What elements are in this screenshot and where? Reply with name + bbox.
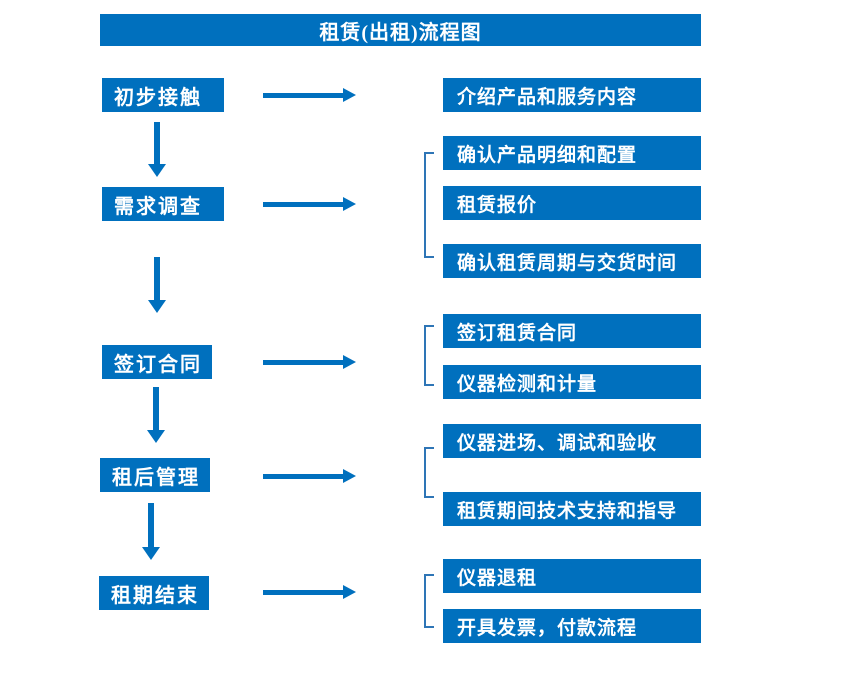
arrow-right-icon [263, 88, 356, 102]
detail-box: 开具发票，付款流程 [443, 609, 701, 643]
step-box-initial-contact: 初步接触 [102, 78, 224, 112]
arrow-head [343, 585, 356, 599]
arrow-head [343, 469, 356, 483]
detail-box: 确认租赁周期与交货时间 [443, 244, 701, 278]
detail-box: 仪器检测和计量 [443, 365, 701, 399]
step-box-rental-end: 租期结束 [99, 576, 209, 610]
arrow-shaft [263, 589, 343, 595]
arrow-shaft [263, 201, 343, 207]
arrow-right-icon [263, 355, 356, 369]
arrow-shaft [148, 503, 154, 548]
arrow-head [343, 197, 356, 211]
arrow-head [148, 164, 166, 177]
arrow-down-icon [142, 503, 160, 560]
arrow-head [147, 430, 165, 443]
detail-box: 介绍产品和服务内容 [443, 78, 701, 112]
bracket-icon [424, 447, 434, 498]
arrow-down-icon [148, 122, 166, 177]
arrow-head [343, 355, 356, 369]
arrow-shaft [263, 359, 343, 365]
detail-box: 确认产品明细和配置 [443, 136, 701, 170]
arrow-shaft [154, 122, 160, 165]
detail-box: 仪器退租 [443, 559, 701, 593]
arrow-right-icon [263, 585, 356, 599]
detail-box: 租赁报价 [443, 186, 701, 220]
arrow-down-icon [147, 387, 165, 443]
flowchart-title: 租赁(出租)流程图 [100, 14, 701, 46]
arrow-down-icon [148, 257, 166, 313]
arrow-shaft [153, 387, 159, 431]
arrow-right-icon [263, 469, 356, 483]
step-box-demand-survey: 需求调查 [102, 187, 224, 221]
detail-box: 仪器进场、调试和验收 [443, 424, 701, 458]
arrow-shaft [263, 92, 343, 98]
arrow-head [343, 88, 356, 102]
arrow-head [148, 300, 166, 313]
bracket-icon [424, 325, 434, 386]
arrow-head [142, 547, 160, 560]
step-box-post-rental-management: 租后管理 [100, 458, 210, 492]
detail-box: 签订租赁合同 [443, 314, 701, 348]
arrow-shaft [154, 257, 160, 301]
arrow-shaft [263, 473, 343, 479]
arrow-right-icon [263, 197, 356, 211]
bracket-icon [424, 152, 434, 258]
bracket-icon [424, 574, 434, 628]
step-box-sign-contract: 签订合同 [102, 345, 212, 379]
detail-box: 租赁期间技术支持和指导 [443, 492, 701, 526]
